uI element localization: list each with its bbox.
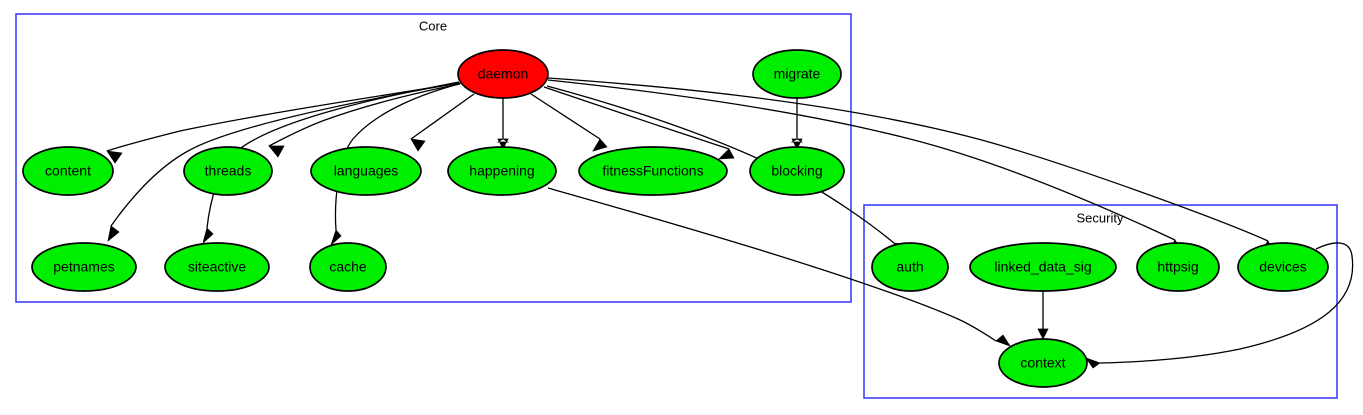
edge-daemon-to-happening bbox=[496, 98, 510, 150]
node-languages[interactable]: languages bbox=[310, 146, 422, 196]
node-label-blocking: blocking bbox=[771, 163, 822, 179]
node-label-content: content bbox=[45, 163, 91, 179]
arrowhead-icon bbox=[995, 334, 1011, 347]
arrowhead-icon bbox=[790, 138, 804, 150]
node-devices[interactable]: devices bbox=[1237, 242, 1329, 292]
node-auth[interactable]: auth bbox=[871, 242, 949, 292]
node-label-daemon: daemon bbox=[478, 66, 529, 82]
node-shape-fitnessFunctions[interactable] bbox=[578, 146, 728, 196]
node-cache[interactable]: cache bbox=[309, 242, 387, 292]
edge-line bbox=[547, 79, 1176, 241]
arrowhead-icon bbox=[330, 229, 342, 247]
arrowhead-icon bbox=[202, 227, 214, 245]
cluster-border-core bbox=[15, 13, 852, 303]
edge-layer bbox=[106, 77, 1354, 369]
node-label-context: context bbox=[1020, 355, 1065, 371]
node-shape-languages[interactable] bbox=[310, 146, 422, 196]
node-label-migrate: migrate bbox=[774, 66, 821, 82]
edge-daemon-to-content bbox=[106, 82, 462, 164]
edge-migrate-to-blocking bbox=[790, 98, 804, 150]
node-context[interactable]: context bbox=[998, 338, 1088, 388]
edge-line bbox=[547, 77, 1269, 242]
arrowhead-icon bbox=[410, 138, 426, 152]
edge-line bbox=[543, 86, 730, 150]
edge-daemon-to-blocking bbox=[543, 86, 735, 160]
node-label-petnames: petnames bbox=[53, 259, 114, 275]
node-httpsig[interactable]: httpsig bbox=[1136, 242, 1220, 292]
node-label-httpsig: httpsig bbox=[1157, 259, 1198, 275]
node-siteactive[interactable]: siteactive bbox=[164, 242, 270, 292]
node-blocking[interactable]: blocking bbox=[749, 146, 845, 196]
edge-linked_data_sig-to-context bbox=[1037, 291, 1049, 340]
edge-line bbox=[106, 82, 462, 152]
node-shape-devices[interactable] bbox=[1237, 242, 1329, 292]
node-migrate[interactable]: migrate bbox=[752, 49, 842, 99]
node-label-languages: languages bbox=[334, 163, 399, 179]
node-shape-cache[interactable] bbox=[309, 242, 387, 292]
arrowhead-icon bbox=[592, 138, 608, 152]
edge-daemon-to-languages bbox=[410, 93, 475, 152]
node-layer: daemon migrate content threads languages happ… bbox=[22, 49, 1329, 388]
node-shape-siteactive[interactable] bbox=[164, 242, 270, 292]
node-shape-linked_data_sig[interactable] bbox=[969, 242, 1117, 292]
edge-daemon-to-threads bbox=[268, 83, 461, 158]
cluster-security: Security bbox=[863, 204, 1338, 399]
node-label-threads: threads bbox=[205, 163, 252, 179]
cluster-label-security: Security bbox=[1077, 210, 1124, 225]
edge-line bbox=[334, 83, 460, 231]
node-content[interactable]: content bbox=[22, 146, 114, 196]
node-threads[interactable]: threads bbox=[183, 146, 273, 196]
edge-line bbox=[547, 187, 997, 342]
cluster-border-security bbox=[863, 204, 1338, 399]
edge-devices-to-context bbox=[1085, 242, 1354, 369]
arrowhead-icon bbox=[1037, 328, 1049, 340]
node-shape-content[interactable] bbox=[22, 146, 114, 196]
arrowhead-icon bbox=[106, 150, 123, 164]
arrowhead-icon bbox=[1085, 357, 1101, 369]
edge-line bbox=[530, 93, 601, 140]
node-fitnessFunctions[interactable]: fitnessFunctions bbox=[578, 146, 728, 196]
arrowhead-icon bbox=[268, 145, 285, 158]
cluster-core: Core bbox=[15, 13, 852, 303]
edge-line bbox=[1099, 242, 1354, 364]
node-shape-context[interactable] bbox=[998, 338, 1088, 388]
node-petnames[interactable]: petnames bbox=[31, 242, 137, 292]
node-label-siteactive: siteactive bbox=[188, 259, 247, 275]
node-label-happening: happening bbox=[469, 163, 534, 179]
edge-line bbox=[410, 93, 475, 140]
arrowhead-icon bbox=[496, 138, 510, 150]
node-shape-daemon[interactable] bbox=[457, 49, 549, 99]
node-label-auth: auth bbox=[896, 259, 923, 275]
node-daemon[interactable]: daemon bbox=[457, 49, 549, 99]
edge-daemon-to-cache bbox=[330, 83, 460, 247]
node-shape-happening[interactable] bbox=[447, 146, 557, 196]
node-label-cache: cache bbox=[329, 259, 367, 275]
arrowhead-icon bbox=[107, 225, 120, 242]
node-happening[interactable]: happening bbox=[447, 146, 557, 196]
node-label-fitnessFunctions: fitnessFunctions bbox=[602, 163, 703, 179]
node-linked_data_sig[interactable]: linked_data_sig bbox=[969, 242, 1117, 292]
arrowhead-icon bbox=[718, 148, 735, 160]
node-shape-threads[interactable] bbox=[183, 146, 273, 196]
node-label-linked_data_sig: linked_data_sig bbox=[994, 259, 1091, 275]
node-label-devices: devices bbox=[1259, 259, 1306, 275]
node-shape-httpsig[interactable] bbox=[1136, 242, 1220, 292]
edge-daemon-to-fitnessFunctions bbox=[530, 93, 608, 152]
node-shape-blocking[interactable] bbox=[749, 146, 845, 196]
edge-happening-to-context bbox=[547, 187, 1011, 347]
node-shape-auth[interactable] bbox=[871, 242, 949, 292]
edge-line bbox=[268, 83, 461, 147]
node-shape-petnames[interactable] bbox=[31, 242, 137, 292]
cluster-label-core: Core bbox=[419, 18, 447, 33]
node-shape-migrate[interactable] bbox=[752, 49, 842, 99]
